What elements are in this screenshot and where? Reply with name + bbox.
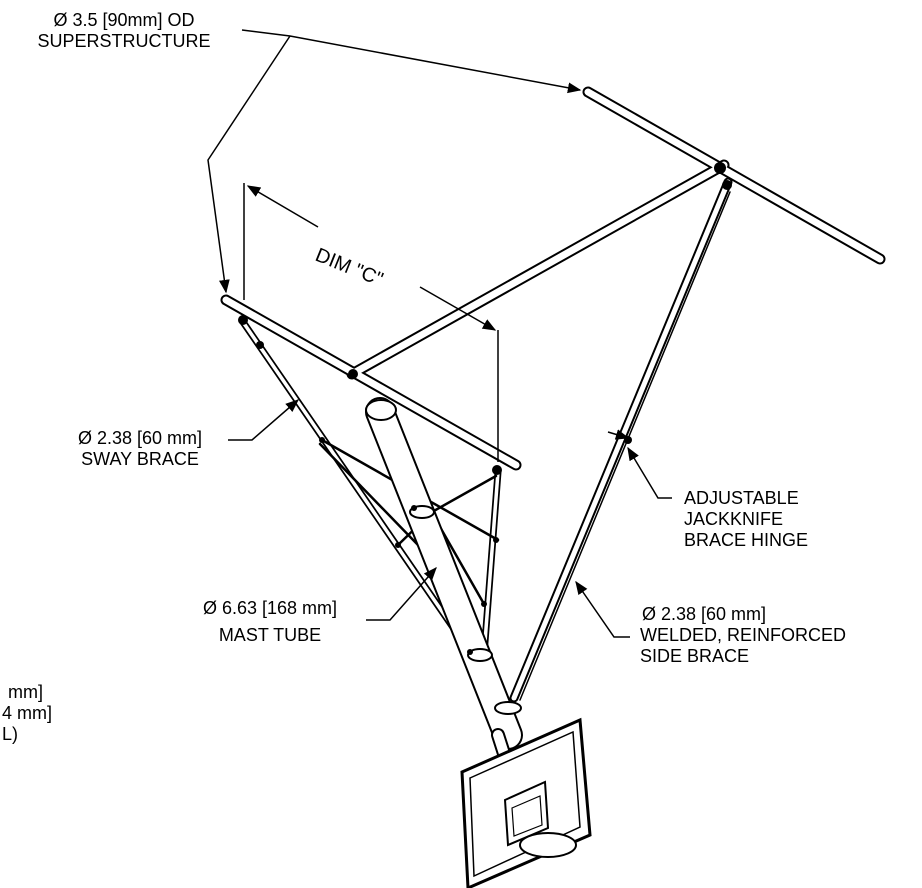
sway-brace-label-line-2: SWAY BRACE (81, 449, 199, 469)
superstructure-label: Ø 3.5 [90mm] OD SUPERSTRUCTURE (6, 10, 242, 52)
superstructure-tubes (220, 86, 886, 471)
side-brace-label: Ø 2.38 [60 mm] WELDED, REINFORCED SIDE B… (640, 604, 846, 667)
cropped-left-label-line-2: 4 mm] (2, 703, 53, 723)
superstructure-label-line-2: SUPERSTRUCTURE (37, 31, 211, 51)
mast-tube-label-line-2: MAST TUBE (218, 625, 322, 645)
sway-brace-label: Ø 2.38 [60 mm] SWAY BRACE (52, 428, 228, 470)
side-brace (509, 177, 733, 703)
sway-brace-label-line-1: Ø 2.38 [60 mm] (77, 428, 203, 448)
cropped-left-label: mm] 4 mm] L) (2, 682, 52, 745)
jackknife-label: ADJUSTABLE JACKKNIFE BRACE HINGE (684, 488, 808, 551)
superstructure-label-line-1: Ø 3.5 [90mm] OD (53, 10, 195, 30)
jackknife-label-line-1: ADJUSTABLE (684, 488, 799, 508)
backboard (460, 717, 592, 888)
leader-lines (207, 29, 672, 638)
cropped-left-label-line-3: L) (2, 724, 19, 744)
jackknife-label-line-2: JACKKNIFE (684, 509, 784, 529)
side-brace-label-line-1: Ø 2.38 [60 mm] (642, 604, 767, 624)
mast-tube (365, 397, 523, 767)
side-brace-label-line-2: WELDED, REINFORCED (640, 625, 847, 645)
side-brace-label-line-3: SIDE BRACE (640, 646, 750, 666)
dimension-c (243, 183, 499, 462)
cropped-left-label-line-1: mm] (8, 682, 43, 702)
jackknife-label-line-3: BRACE HINGE (684, 530, 809, 550)
hardware-nodes (238, 162, 732, 655)
mast-tube-label: Ø 6.63 [168 mm] MAST TUBE (176, 598, 364, 646)
mast-tube-label-line-1: Ø 6.63 [168 mm] (202, 598, 338, 618)
